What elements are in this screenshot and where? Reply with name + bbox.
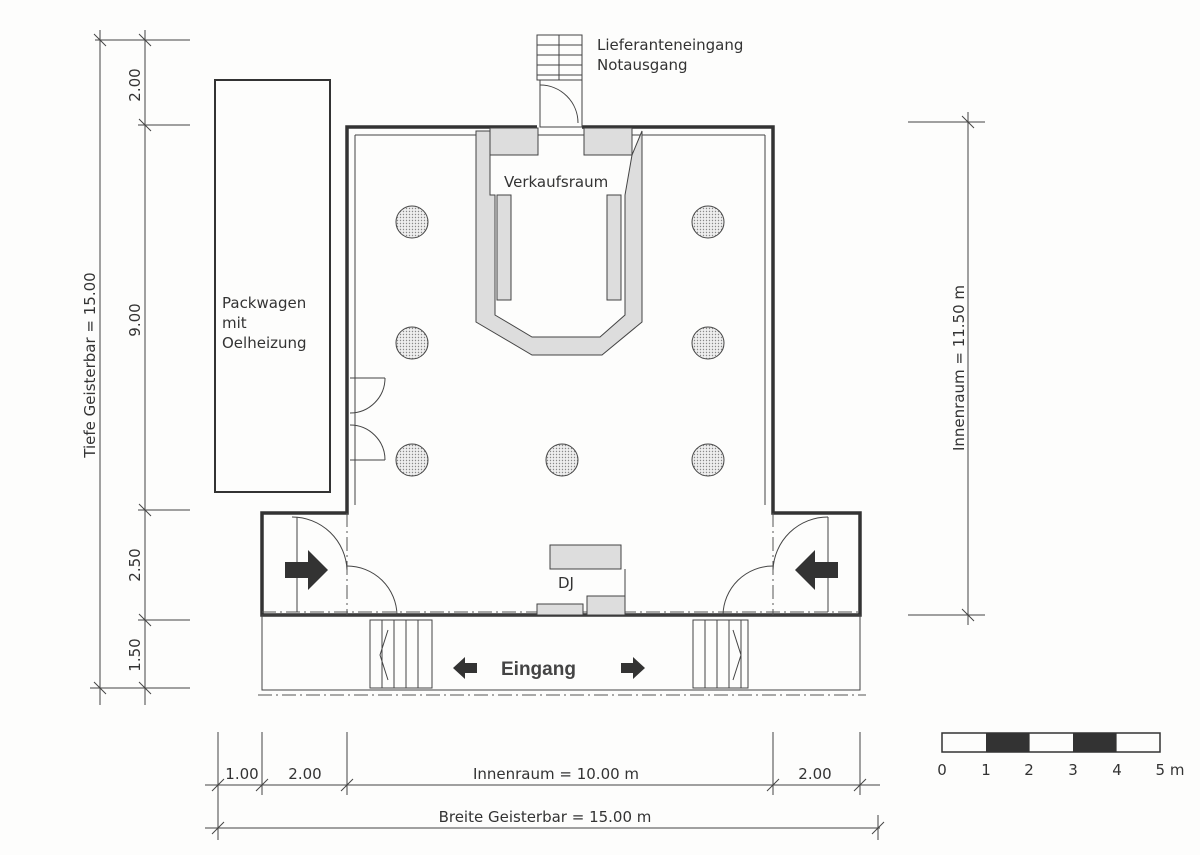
- sales-room-label: Verkaufsraum: [504, 173, 608, 191]
- width-segment-1: 1.00: [225, 765, 258, 783]
- arrow-left-icon: [453, 657, 477, 679]
- dj-label: DJ: [558, 574, 574, 592]
- dj-booth: [536, 544, 626, 616]
- arrow-right-icon: [621, 657, 645, 679]
- sales-counter: [475, 127, 643, 356]
- depth-dimension-lines: [90, 30, 190, 705]
- width-segment-4: 2.00: [798, 765, 831, 783]
- trailer-label-1: Packwagen: [222, 294, 306, 312]
- interior-depth-label: Innenraum = 11.50 m: [950, 285, 968, 451]
- side-door-left: [349, 377, 386, 461]
- rear-stairs: [536, 34, 583, 128]
- scale-tick-0: 0: [937, 761, 947, 779]
- column: [691, 205, 725, 239]
- interior-depth-dimension: [908, 112, 985, 625]
- scale-tick-2: 2: [1024, 761, 1034, 779]
- columns: [395, 205, 725, 477]
- width-segment-3: Innenraum = 10.00 m: [473, 765, 639, 783]
- depth-segment-4: 1.50: [126, 638, 144, 671]
- depth-segment-2: 9.00: [126, 303, 144, 336]
- entrance-stairs-right: [692, 619, 749, 689]
- trailer: [214, 79, 331, 493]
- depth-total-label: Tiefe Geisterbar = 15.00: [81, 272, 99, 458]
- column: [691, 326, 725, 360]
- column: [395, 443, 429, 477]
- entry-arrow-right-icon: [795, 550, 838, 590]
- width-segment-2: 2.00: [288, 765, 321, 783]
- column: [545, 443, 579, 477]
- width-dimension-lines: [205, 732, 885, 840]
- width-total-label: Breite Geisterbar = 15.00 m: [439, 808, 652, 826]
- supplier-entrance-label: Lieferanteneingang: [597, 36, 743, 54]
- scale-tick-1: 1: [981, 761, 991, 779]
- depth-segment-3: 2.50: [126, 548, 144, 581]
- scale-bar: [941, 732, 1161, 753]
- column: [395, 326, 429, 360]
- column: [395, 205, 429, 239]
- emergency-exit-label: Notausgang: [597, 56, 688, 74]
- trailer-label-2: mit: [222, 314, 247, 332]
- entry-arrow-left-icon: [285, 550, 328, 590]
- entrance-stairs-left: [369, 619, 433, 689]
- entrance-label: Eingang: [501, 659, 576, 680]
- scale-tick-3: 3: [1068, 761, 1078, 779]
- trailer-label-3: Oelheizung: [222, 334, 307, 352]
- scale-tick-5: 5 m: [1156, 761, 1185, 779]
- depth-segment-1: 2.00: [126, 68, 144, 101]
- scale-tick-4: 4: [1112, 761, 1122, 779]
- column: [691, 443, 725, 477]
